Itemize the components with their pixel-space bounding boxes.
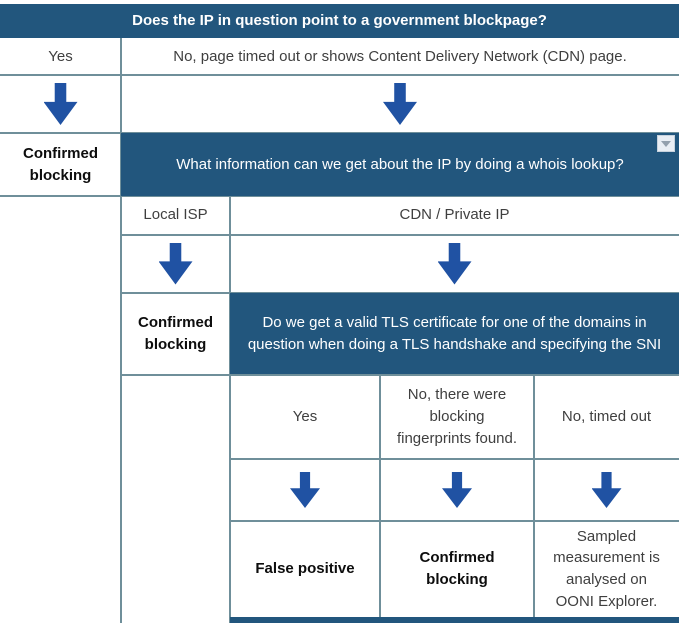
outcome-false-positive-cell: False positive <box>230 521 380 617</box>
filter-dropdown-icon <box>661 140 671 147</box>
filter-dropdown-button[interactable] <box>657 135 675 152</box>
down-arrow-icon <box>290 472 320 508</box>
question-2-header: What information can we get about the IP… <box>121 133 679 196</box>
grid-line-vertical <box>120 38 122 623</box>
answer-no-timeout-cell: No, timed out <box>534 375 679 459</box>
down-arrow-icon <box>442 472 472 508</box>
outcome-false-positive-text: False positive <box>255 560 355 578</box>
answer-yes-1-cell: Yes <box>0 38 121 75</box>
answer-no-1-cell: No, page timed out or shows Content Deli… <box>121 38 679 75</box>
grid-line-horizontal <box>121 374 679 376</box>
outcome-confirmed-2-text: Confirmed blocking <box>138 313 213 353</box>
outcome-sampled-text: Sampled measurement is analysed on OONI … <box>553 527 660 610</box>
outcome-confirmed-1-text: Confirmed blocking <box>23 144 98 184</box>
next-header-cutoff-bar <box>230 617 679 623</box>
arrow-cell <box>0 75 121 133</box>
arrow-cell <box>380 459 534 521</box>
down-arrow-icon <box>591 472 622 508</box>
arrow-cell <box>534 459 679 521</box>
answer-yes-2-text: Yes <box>292 408 318 426</box>
down-arrow-icon <box>43 83 78 125</box>
answer-local-isp-cell: Local ISP <box>121 196 230 234</box>
answer-local-isp-text: Local ISP <box>143 206 208 224</box>
question-1-text: Does the IP in question point to a gover… <box>132 12 547 30</box>
outcome-confirmed-1-cell: Confirmed blocking <box>0 133 121 196</box>
arrow-cell <box>121 75 679 133</box>
question-2-text: What information can we get about the IP… <box>176 155 624 173</box>
answer-no-fingerprints-cell: No, there were blocking fingerprints fou… <box>380 375 534 459</box>
answer-cdn-text: CDN / Private IP <box>399 206 510 224</box>
grid-line-horizontal <box>121 234 679 236</box>
arrow-cell <box>230 459 380 521</box>
answer-cdn-cell: CDN / Private IP <box>230 196 679 234</box>
question-3-text: Do we get a valid TLS certificate for on… <box>247 313 662 353</box>
answer-no-timeout-text: No, timed out <box>561 408 652 426</box>
grid-line-horizontal <box>230 520 679 522</box>
grid-line-vertical <box>379 375 381 617</box>
down-arrow-icon <box>437 242 472 285</box>
answer-no-1-text: No, page timed out or shows Content Deli… <box>173 47 627 65</box>
grid-line-vertical <box>229 196 231 623</box>
grid-line-vertical <box>533 375 535 617</box>
down-arrow-icon <box>383 83 417 125</box>
outcome-sampled-cell: Sampled measurement is analysed on OONI … <box>534 521 679 617</box>
answer-yes-2-cell: Yes <box>230 375 380 459</box>
grid-line-horizontal <box>230 458 679 460</box>
grid-line-horizontal <box>0 195 679 197</box>
outcome-confirmed-3-cell: Confirmed blocking <box>380 521 534 617</box>
arrow-cell <box>230 235 679 292</box>
outcome-confirmed-3-text: Confirmed blocking <box>419 549 495 588</box>
answer-no-fingerprints-text: No, there were blocking fingerprints fou… <box>396 386 518 447</box>
question-3-header: Do we get a valid TLS certificate for on… <box>230 293 679 374</box>
grid-line-horizontal <box>0 74 679 76</box>
outcome-confirmed-2-cell: Confirmed blocking <box>121 293 230 374</box>
question-1-header: Does the IP in question point to a gover… <box>0 4 679 38</box>
answer-yes-1-text: Yes <box>48 47 73 65</box>
arrow-cell <box>121 235 230 292</box>
down-arrow-icon <box>158 242 193 285</box>
